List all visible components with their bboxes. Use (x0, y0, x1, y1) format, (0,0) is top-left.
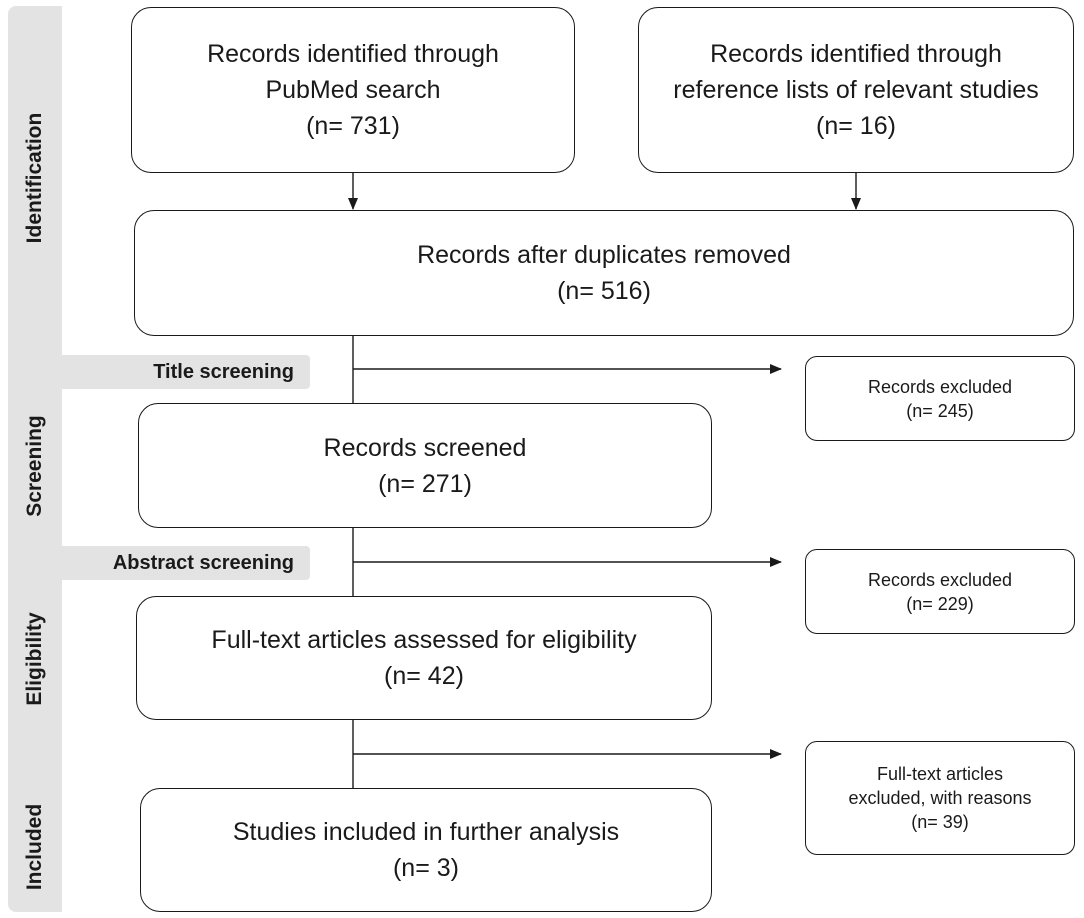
screened-records-box: Records screened (n= 271) (138, 403, 712, 528)
title-excluded-line1: Records excluded (867, 376, 1013, 397)
reference-records-line2: reference lists of relevant studies (673, 76, 1039, 104)
eligibility-phase-bar (8, 544, 62, 732)
pubmed-records-line2: PubMed search (265, 76, 441, 104)
included-phase-bar (8, 732, 62, 912)
fulltext-excluded-line1: Full-text articles (876, 764, 1004, 784)
fulltext-assessed-box: Full-text articles assessed for eligibil… (136, 596, 712, 720)
fulltext-excluded-line2: excluded, with reasons (848, 788, 1032, 808)
abstract-excluded-count: (n= 229) (906, 593, 974, 614)
pubmed-records-count: (n= 731) (306, 112, 400, 140)
title-excluded-box: Records excluded (n= 245) (805, 356, 1075, 441)
pubmed-records-box: Records identified through PubMed search… (131, 7, 575, 173)
abstract-excluded-line1: Records excluded (867, 569, 1013, 590)
dedup-records-line1: Records after duplicates removed (417, 241, 791, 269)
reference-records-count: (n= 16) (816, 112, 896, 140)
screened-records-count: (n= 271) (378, 469, 472, 498)
title-excluded-count: (n= 245) (906, 400, 974, 421)
reference-records-line1: Records identified through (710, 40, 1002, 68)
identification-phase-bar (8, 6, 62, 350)
pubmed-records-line1: Records identified through (207, 40, 499, 68)
studies-included-count: (n= 3) (392, 854, 459, 882)
fulltext-assessed-count: (n= 42) (384, 662, 464, 690)
fulltext-assessed-line1: Full-text articles assessed for eligibil… (211, 626, 637, 654)
studies-included-line1: Studies included in further analysis (232, 818, 620, 846)
screened-records-line1: Records screened (323, 433, 527, 462)
dedup-records-box: Records after duplicates removed (n= 516… (134, 210, 1074, 336)
abstract-screening-tab: Abstract screening (62, 546, 310, 580)
reference-records-box: Records identified through reference lis… (638, 7, 1074, 173)
dedup-records-count: (n= 516) (557, 277, 651, 305)
abstract-excluded-box: Records excluded (n= 229) (805, 549, 1075, 634)
fulltext-excluded-count: (n= 39) (911, 812, 969, 832)
screening-phase-bar (8, 350, 62, 544)
studies-included-box: Studies included in further analysis (n=… (140, 788, 712, 912)
fulltext-excluded-box: Full-text articles excluded, with reason… (805, 741, 1075, 855)
title-screening-tab: Title screening (62, 355, 310, 389)
